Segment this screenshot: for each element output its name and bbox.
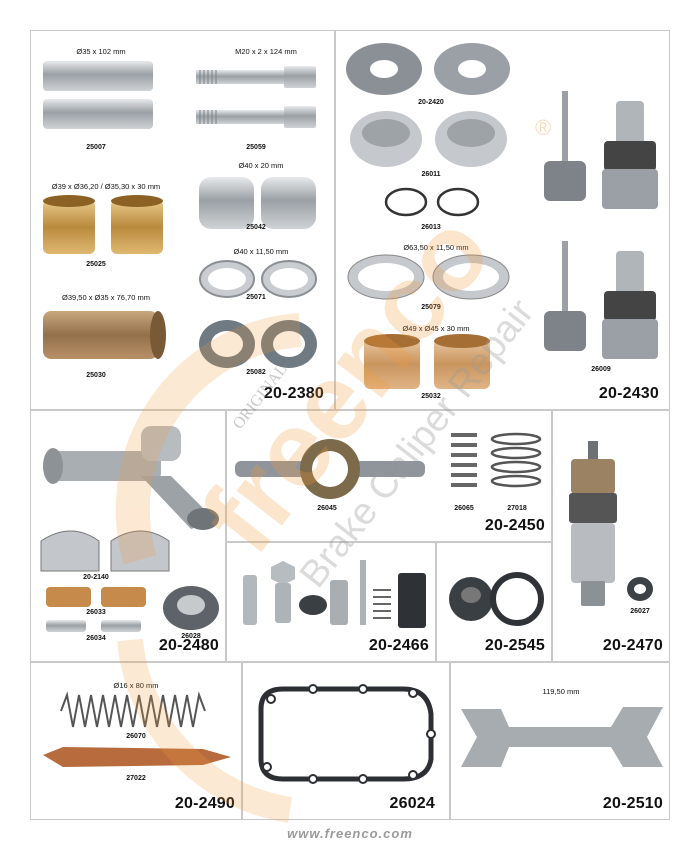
dim-25032: Ø49 x Ø45 x 30 mm [402,324,470,333]
part-26033: 26033 [86,609,106,616]
ring-25079-image [347,254,510,300]
bushing-25032-image [364,334,490,389]
parts-20-2466-image [243,560,426,628]
dim-25025: Ø39 x Ø36,20 / Ø35,30 x 30 mm [51,182,161,191]
kit-code-20-2450: 20-2450 [484,517,545,534]
kit-code-20-2490: 20-2490 [174,795,235,812]
kit-cell-20-2430: 20-2420 26011 26013 Ø63,50 x 11,50 mm 25… [335,30,670,410]
part-25059: 25059 [246,144,266,151]
circlip-26013-image [384,187,480,217]
dim-25042: Ø40 x 20 mm [238,161,284,170]
kit-code-20-2470: 20-2470 [602,637,663,654]
cap-20-2545-image [449,572,544,626]
footer-website-link[interactable]: www.freenco.com [287,826,413,841]
part-25082: 25082 [246,369,266,376]
dim-26070: Ø16 x 80 mm [113,681,159,690]
seal-26027-image [627,577,653,601]
kit-cell-20-2466: 20-2466 [226,542,436,662]
seal-26028-image [163,586,219,630]
part-26013: 26013 [421,224,441,231]
kit-cell-26024: 26024 [242,662,450,820]
dim-26079: Ø63,50 x 11,50 mm [403,243,469,252]
part-25079: 25079 [421,304,441,311]
seal-25082-image [199,320,317,368]
part-25071: 25071 [246,294,266,301]
dim-20-2510: 119,50 mm [542,687,580,696]
spring-26070-image [60,691,206,728]
part-26065: 26065 [454,505,474,512]
kit-code-20-2430: 20-2430 [598,385,659,402]
part-25042: 25042 [246,224,266,231]
ring-25071-image [199,260,317,298]
kit-cell-20-2480: 20-2140 26033 26034 26028 20-2480 [30,410,226,662]
gasket-26024-image [258,684,436,784]
bearing-20-2140-image [40,530,170,572]
kit-code-20-2380: 20-2380 [263,385,324,402]
part-25007: 25007 [86,144,106,151]
cup-26011-image [350,111,507,167]
kit-cell-20-2545: 20-2545 [436,542,552,662]
part-25032: 25032 [421,393,441,400]
part-20-2420: 20-2420 [418,99,444,106]
pin-27022-image [43,747,231,767]
part-20-2140: 20-2140 [83,574,109,581]
dim-25059: M20 x 2 x 124 mm [235,47,297,56]
bushing-25025-image [43,195,163,254]
part-27022: 27022 [126,775,146,782]
pin-26034-image [46,620,141,632]
dim-25030: Ø39,50 x Ø35 x 76,70 mm [62,293,150,302]
kit-code-20-2466: 20-2466 [368,637,429,654]
part-26034: 26034 [86,635,106,642]
kit-cell-20-2450: 26045 26065 27018 20-2450 [226,410,552,542]
bolt-25059-image [196,66,316,128]
pin-25007-image [43,61,153,129]
kit-code-20-2510: 20-2510 [602,795,663,812]
gear-plate-26045-image [235,439,425,499]
kit-cell-20-2510: 119,50 mm 20-2510 [450,662,670,820]
kit-cell-20-2470: 26027 20-2470 [552,410,670,662]
part-25030: 25030 [86,372,106,379]
kit-code-20-2480: 20-2480 [158,637,219,654]
dim-25071: Ø40 x 11,50 mm [233,247,289,256]
dim-25007: Ø35 x 102 mm [76,47,126,56]
part-26045: 26045 [317,505,337,512]
part-26027: 26027 [630,608,650,615]
cap-25042-image [199,177,316,229]
wrench-20-2510-image [461,707,663,767]
kit-code-26024: 26024 [389,795,435,812]
kit-code-20-2545: 20-2545 [484,637,545,654]
sleeve-25030-image [43,311,166,359]
spring-27018-image [490,432,542,488]
part-26070: 26070 [126,733,146,740]
washer-20-2420-image [346,43,510,95]
adjuster-lower-image [544,241,658,359]
part-27018: 27018 [507,505,527,512]
part-26009: 26009 [591,366,611,373]
adjuster-upper-image [544,91,658,209]
part-25025: 25025 [86,261,106,268]
kit-cell-20-2490: Ø16 x 80 mm 26070 27022 20-2490 [30,662,242,820]
part-26028: 26028 [181,633,201,640]
halfbush-26033-image [46,587,146,607]
part-26011: 26011 [421,171,441,178]
kit-cell-20-2380: Ø35 x 102 mm 25007 M20 x 2 x 124 mm 2505… [30,30,335,410]
shaft-20-2480-image [43,426,219,530]
spring-26065-image [451,433,477,487]
adjuster-20-2470-image [569,441,617,606]
